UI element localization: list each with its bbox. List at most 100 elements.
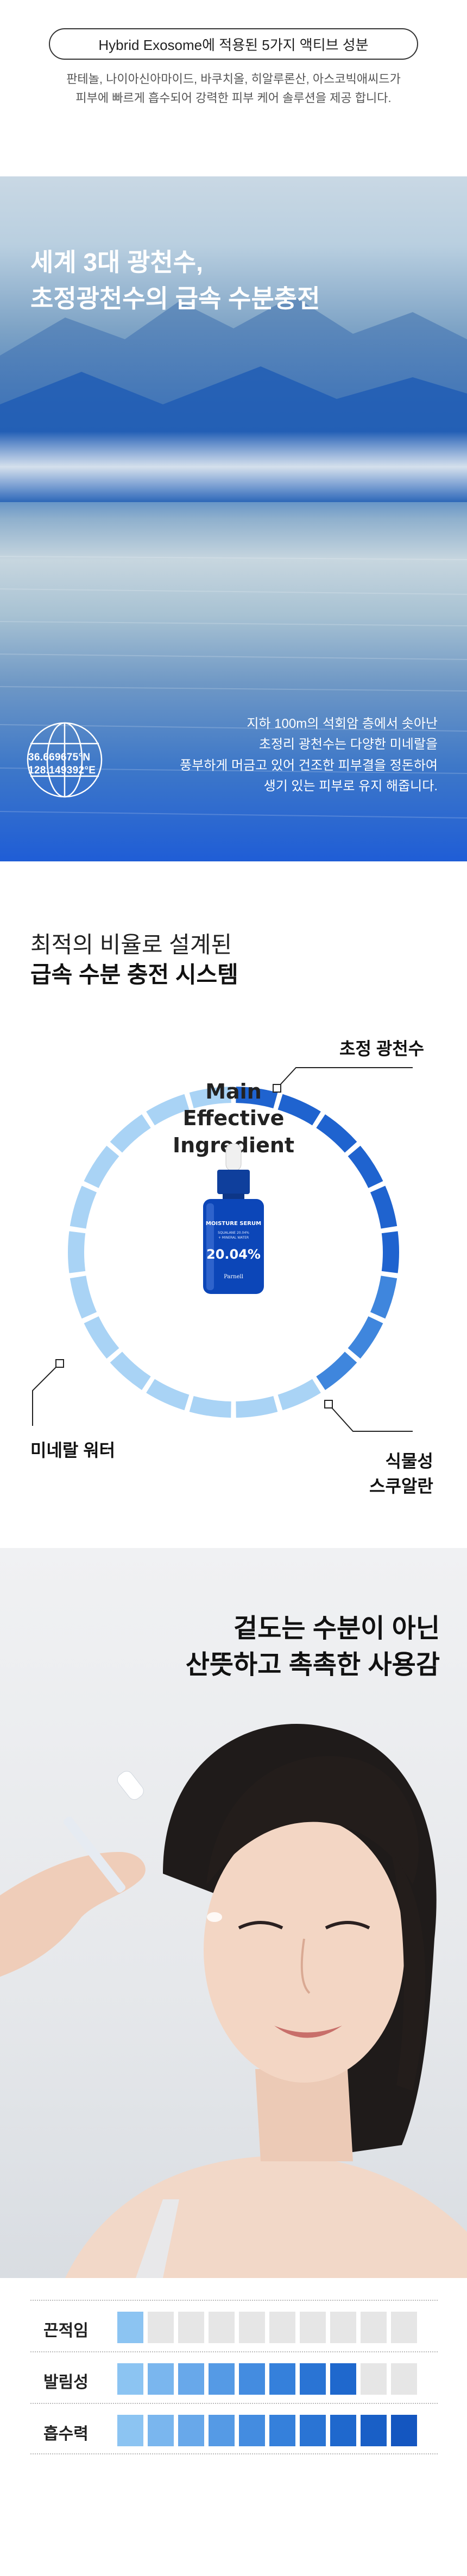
scale-cell <box>117 2312 143 2343</box>
scale-cell <box>117 2415 143 2446</box>
texture-section: 겉도는 수분이 아닌 산뜻하고 촉촉한 사용감 <box>0 1548 467 2278</box>
scale-cell <box>269 2363 295 2395</box>
ring-segment <box>146 1094 190 1126</box>
scale-label-spreadability: 발림성 <box>43 2374 89 2391</box>
scale-cell <box>239 2363 265 2395</box>
scale-cell <box>391 2415 417 2446</box>
water-desc-line-2: 초정리 광천수는 다양한 미네랄을 <box>258 737 438 752</box>
ring-segment <box>189 1087 231 1109</box>
texture-title-line-1: 겉도는 수분이 아닌 <box>234 1614 440 1643</box>
scale-cell <box>209 2363 235 2395</box>
intro-section: Hybrid Exosome에 적용된 5가지 액티브 성분 판테놀, 나이아신… <box>0 0 467 176</box>
water-title: 세계 3대 광천수, 초정광천수의 급속 수분충전 <box>30 244 320 316</box>
scale-cell <box>361 2415 387 2446</box>
ring-segment <box>236 1395 278 1418</box>
scale-cell <box>209 2312 235 2343</box>
scale-cell <box>239 2415 265 2446</box>
scale-cells <box>117 2312 417 2343</box>
scale-label-absorption: 흡수력 <box>43 2425 89 2443</box>
scale-cell <box>148 2363 174 2395</box>
water-title-line-1: 세계 3대 광천수, <box>30 248 203 276</box>
mineral-water-section: 세계 3대 광천수, 초정광천수의 급속 수분충전 36.669675°N 12… <box>0 176 467 861</box>
scale-cell <box>300 2312 326 2343</box>
marker-top-right <box>273 1084 281 1093</box>
main-ingredient-line-1: Main Effective <box>182 1080 285 1131</box>
intro-desc-line-1: 판테놀, 나이아신아마이드, 바쿠치올, 히알루론산, 아스코빅애씨드가 <box>66 72 401 86</box>
ring-segment <box>110 1352 151 1390</box>
scale-cell <box>239 2312 265 2343</box>
scale-cell <box>148 2312 174 2343</box>
scale-cell <box>361 2363 387 2395</box>
globe-icon <box>27 722 103 798</box>
ingredient-pill: Hybrid Exosome에 적용된 5가지 액티브 성분 <box>49 28 418 60</box>
bottle-label-line-2: SQUALANE 20.04% <box>218 1231 249 1235</box>
ratio-heading-1: 최적의 비율로 설계된 <box>30 932 232 957</box>
scale-cell <box>117 2363 143 2395</box>
scale-cells <box>117 2363 417 2395</box>
label-mineral-water: 미네랄 워터 <box>30 1441 116 1460</box>
scale-row-absorption: 흡수력 <box>30 2403 438 2454</box>
ring-segments <box>68 1087 399 1418</box>
scale-cell <box>269 2312 295 2343</box>
ratio-heading-2: 급속 수분 충전 시스템 <box>30 962 238 987</box>
scale-cell <box>178 2312 204 2343</box>
scale-cell <box>330 2363 356 2395</box>
ring-segment <box>84 1145 119 1189</box>
ring-segment <box>236 1087 278 1109</box>
ring-segment <box>370 1276 397 1319</box>
ring-segment <box>146 1379 190 1411</box>
ring-segment <box>277 1094 321 1126</box>
texture-title: 겉도는 수분이 아닌 산뜻하고 촉촉한 사용감 <box>60 1610 440 1683</box>
texture-title-line-2: 산뜻하고 촉촉한 사용감 <box>185 1651 440 1680</box>
ring-segment <box>70 1185 97 1229</box>
scale-cell <box>391 2363 417 2395</box>
ring-segment <box>316 1114 357 1153</box>
scale-cell <box>391 2312 417 2343</box>
ring-segment <box>277 1379 321 1411</box>
connector-line-bottom-right <box>328 1404 413 1432</box>
scale-cell <box>330 2312 356 2343</box>
main-ingredient-title: Main Effective Ingredient <box>152 1078 315 1159</box>
scale-cell <box>148 2415 174 2446</box>
scale-row-stickiness: 끈적임 <box>30 2300 438 2351</box>
ingredient-ring-chart <box>32 1067 413 1432</box>
water-desc-line-4: 생기 있는 피부로 유지 해줍니다. <box>263 779 438 794</box>
latitude-text: 36.669675°N <box>28 752 91 763</box>
scale-cell <box>330 2415 356 2446</box>
intro-desc-line-2: 피부에 빠르게 흡수되어 강력한 피부 케어 솔루션을 제공 합니다. <box>75 91 392 105</box>
label-squalane-line-1: 식물성 <box>385 1451 433 1471</box>
scale-cells <box>117 2415 417 2446</box>
ring-segment <box>84 1316 119 1359</box>
globe-coordinates: 36.669675°N 128.149392°E <box>24 719 105 801</box>
ring-segment <box>110 1114 151 1153</box>
scale-cell <box>361 2312 387 2343</box>
scale-cell <box>300 2415 326 2446</box>
water-desc-line-1: 지하 100m의 석회암 층에서 솟아난 <box>247 716 438 731</box>
label-chojeong-water: 초정 광천수 <box>339 1039 425 1058</box>
water-description: 지하 100m의 석회암 층에서 솟아난 초정리 광천수는 다양한 미네랄을 풍… <box>134 714 438 797</box>
marker-bottom-left <box>55 1359 64 1368</box>
marker-bottom-right <box>324 1400 333 1408</box>
scale-cell <box>178 2363 204 2395</box>
texture-scale-section: 끈적임 발림성 흡수력 <box>0 2278 467 2576</box>
bottle-percent: 20.04% <box>206 1247 261 1262</box>
lake-landscape-image <box>0 296 467 819</box>
water-desc-line-3: 풍부하게 머금고 있어 건조한 피부결을 정돈하여 <box>180 758 438 773</box>
label-squalane-line-2: 스쿠알란 <box>369 1476 433 1496</box>
bottle-label-line-1: MOISTURE SERUM <box>206 1221 261 1227</box>
ring-segment <box>68 1231 86 1273</box>
ring-segment <box>316 1352 357 1390</box>
water-title-line-2: 초정광천수의 급속 수분충전 <box>30 284 320 313</box>
ring-segment <box>370 1185 397 1229</box>
ring-segment <box>348 1316 383 1359</box>
connector-line-bottom-left <box>32 1363 60 1426</box>
bottle-label-line-3: + MINERAL WATER <box>218 1236 249 1240</box>
model-photo <box>0 1723 467 2278</box>
ratio-section: 최적의 비율로 설계된 급속 수분 충전 시스템 초정 광천수 식물성 스쿠알란… <box>0 861 467 1548</box>
scale-label-stickiness: 끈적임 <box>43 2322 89 2340</box>
intro-description: 판테놀, 나이아신아마이드, 바쿠치올, 히알루론산, 아스코빅애씨드가 피부에… <box>33 69 434 107</box>
scale-row-spreadability: 발림성 <box>30 2351 438 2403</box>
scale-cell <box>269 2415 295 2446</box>
ring-segment <box>348 1145 383 1189</box>
label-squalane: 식물성 스쿠알란 <box>369 1448 433 1498</box>
